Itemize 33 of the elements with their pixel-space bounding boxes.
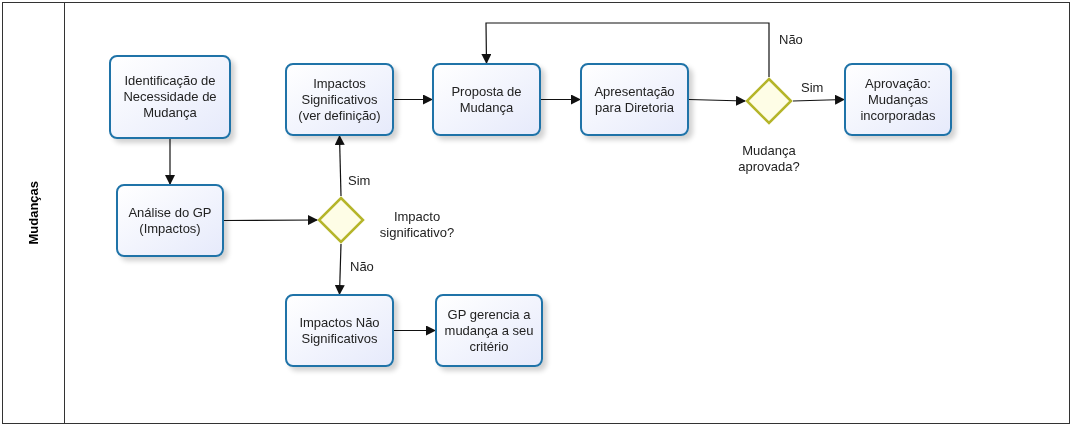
process-box (844, 63, 952, 136)
arrow (540, 94, 581, 105)
process-box (116, 184, 224, 257)
arrow (688, 95, 746, 106)
arrow (481, 22, 770, 78)
decision-label: Mudança aprovada? (737, 143, 801, 175)
arrow (334, 243, 345, 295)
box-text: Análise do GP (Impactos) (127, 204, 213, 237)
lane-title: Mudanças (24, 181, 42, 245)
box-text: Aprovação: Mudanças incorporadas (859, 75, 937, 124)
process-box (285, 294, 394, 367)
arrow (393, 94, 433, 105)
process-box (109, 55, 231, 139)
process-box (285, 63, 394, 136)
edge-label: Não (348, 259, 376, 274)
box-text: Apresentação para Diretoria (593, 83, 676, 116)
arrow (334, 135, 345, 197)
edge-label: Sim (346, 173, 373, 188)
arrow (792, 94, 845, 105)
decision-label: Impacto significativo? (378, 209, 456, 241)
box-text: Impactos Não Significativos (298, 314, 381, 347)
edge-label: Sim (799, 80, 826, 95)
process-box (432, 63, 541, 136)
process-box (580, 63, 689, 136)
box-text: Identificação de Necessidade de Mudança (122, 73, 218, 121)
edge-label: Não (777, 32, 805, 47)
box-text: Impactos Significativos (ver definição) (297, 75, 382, 124)
arrow (393, 325, 436, 336)
arrow (165, 138, 175, 185)
box-text: Proposta de Mudança (450, 83, 523, 116)
arrow (223, 215, 318, 226)
box-text: GP gerencia a mudança a seu critério (443, 306, 535, 355)
process-box (435, 294, 543, 367)
